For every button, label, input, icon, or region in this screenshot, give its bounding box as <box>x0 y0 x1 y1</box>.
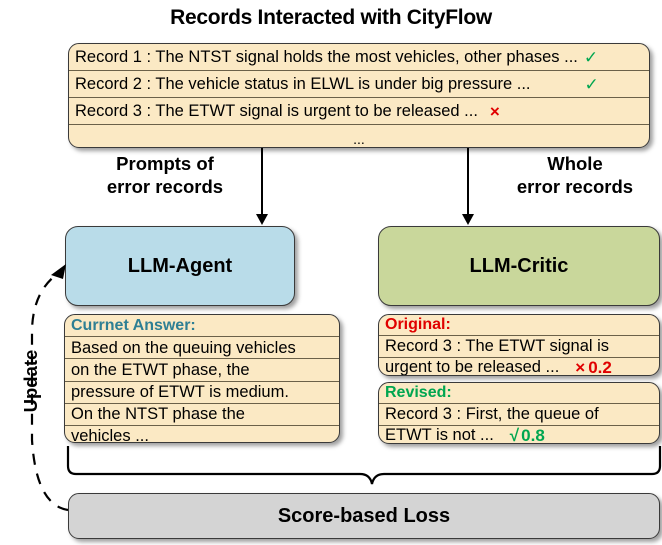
answer-line-text: On the NTST phase the <box>71 405 245 424</box>
revised-check-icon: √ <box>509 426 520 444</box>
llm-agent-label: LLM-Agent <box>127 254 233 277</box>
record-row: Record 3 : The ETWT signal is urgent to … <box>69 98 649 125</box>
revised-score-value: 0.8 <box>521 426 545 444</box>
revised-line: Record 3 : First, the queue of <box>379 404 659 426</box>
answer-line-text: on the ETWT phase, the <box>71 360 250 379</box>
records-ellipsis: ... <box>353 130 365 147</box>
record-text: Record 2 : The vehicle status in ELWL is… <box>75 74 531 93</box>
original-line: Record 3 : The ETWT signal is <box>379 336 659 358</box>
edge-label-prompts-of-error-records: Prompts of error records <box>75 152 255 198</box>
record-row: Record 1 : The NTST signal holds the mos… <box>69 44 649 71</box>
original-cross-icon: × <box>575 358 586 376</box>
answer-line: Based on the queuing vehicles <box>65 337 339 360</box>
answer-line: pressure of ETWT is medium. <box>65 382 339 404</box>
score-based-loss-box[interactable]: Score-based Loss <box>68 493 660 539</box>
arrow-line-to-critic <box>467 148 469 216</box>
update-feedback-arrow <box>30 271 69 512</box>
edge-label-line: Prompts of <box>116 153 214 174</box>
original-score-row: urgent to be released ... × 0.2 <box>379 358 659 376</box>
original-score-value: 0.2 <box>588 358 612 376</box>
score-based-loss-label: Score-based Loss <box>277 504 451 527</box>
brace-connector <box>66 446 662 485</box>
edge-label-whole-error-records: Whole error records <box>490 152 660 198</box>
llm-agent-box[interactable]: LLM-Agent <box>65 226 295 306</box>
record-cross-icon: × <box>489 101 500 121</box>
answer-line: On the NTST phase the <box>65 404 339 426</box>
original-record-panel: Original: Record 3 : The ETWT signal is … <box>378 314 660 376</box>
revised-heading-row: Revised: <box>379 383 659 405</box>
record-row: Record 2 : The vehicle status in ELWL is… <box>69 71 649 98</box>
answer-line-text: vehicles ... <box>71 427 149 443</box>
answer-line: vehicles ... <box>65 426 339 443</box>
original-line-text: urgent to be released ... <box>385 358 560 376</box>
original-line-text: Record 3 : The ETWT signal is <box>385 337 610 356</box>
arrow-head-to-agent <box>255 214 268 225</box>
revised-heading: Revised: <box>385 384 452 402</box>
answer-heading-row: Currnet Answer: <box>65 315 339 338</box>
answer-line: on the ETWT phase, the <box>65 359 339 382</box>
llm-critic-label: LLM-Critic <box>469 254 569 277</box>
original-heading: Original: <box>385 316 451 334</box>
llm-critic-box[interactable]: LLM-Critic <box>378 226 660 306</box>
answer-line-text: pressure of ETWT is medium. <box>71 382 289 401</box>
revised-record-panel: Revised: Record 3 : First, the queue of … <box>378 382 660 444</box>
arrow-line-to-agent <box>261 148 263 216</box>
edge-label-line: error records <box>516 176 634 198</box>
edge-label-line: error records <box>106 176 224 198</box>
update-arrow-head-icon <box>51 264 66 279</box>
answer-heading: Currnet Answer: <box>71 316 196 334</box>
revised-score-row: ETWT is not ... √ 0.8 <box>379 426 659 444</box>
record-text: Record 1 : The NTST signal holds the mos… <box>75 47 578 66</box>
update-label: Update <box>20 349 41 413</box>
original-heading-row: Original: <box>379 315 659 337</box>
current-answer-panel: Currnet Answer: Based on the queuing veh… <box>64 314 340 443</box>
revised-line-text: ETWT is not ... <box>385 426 494 444</box>
record-check-icon: ✓ <box>584 74 599 94</box>
revised-line-text: Record 3 : First, the queue of <box>385 405 599 424</box>
record-check-icon: ✓ <box>583 47 599 67</box>
records-ellipsis-row: ... <box>69 125 649 147</box>
edge-label-line: Whole <box>547 153 603 174</box>
arrow-head-to-critic <box>461 214 474 225</box>
page-title: Records Interacted with CityFlow <box>170 6 492 29</box>
record-text: Record 3 : The ETWT signal is urgent to … <box>75 101 478 120</box>
records-panel: Record 1 : The NTST signal holds the mos… <box>68 43 650 148</box>
answer-line-text: Based on the queuing vehicles <box>71 338 296 357</box>
